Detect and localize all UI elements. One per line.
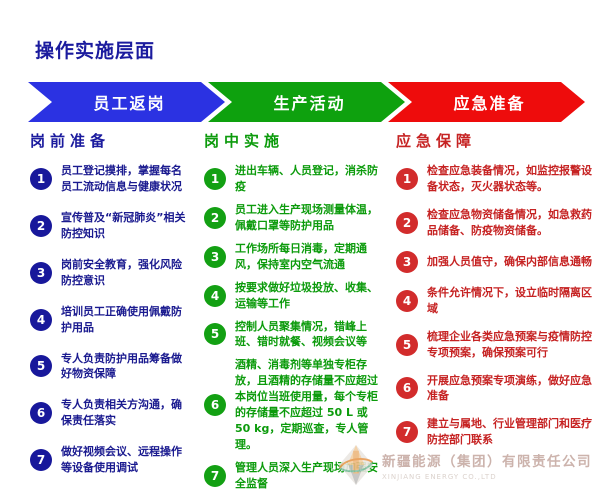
list-item: 2 检查应急物资储备情况，如急救药品储备、防疫物资储备。 [396, 207, 592, 239]
number-badge: 3 [204, 245, 226, 268]
list-item: 4 条件允许情况下，设立临时隔离区域 [396, 285, 592, 317]
number-badge: 3 [396, 250, 418, 273]
number-badge: 5 [30, 355, 52, 378]
list-item: 7 管理人员深入生产现场加强安全监督 [204, 460, 384, 490]
column-header: 应急保障 [396, 132, 477, 150]
item-text: 检查应急装备情况，如监控报警设备状态，灭火器状态等。 [427, 164, 592, 193]
number-badge: 1 [396, 167, 418, 190]
content-columns: 岗前准备 1 员工登记摸排，掌握每名员工流动信息与健康状况 2 宣传普及“新冠肺… [30, 130, 592, 490]
list-item: 7 建立与属地、行业管理部门和医疗防控部门联系 [396, 416, 592, 448]
number-badge: 4 [204, 284, 226, 307]
stage-arrow-emergency-preparation: 应急准备 [388, 82, 585, 122]
number-badge: 5 [204, 323, 226, 346]
item-text: 控制人员聚集情况，错峰上班、错时就餐、视频会议等 [235, 319, 367, 349]
list-item: 5 控制人员聚集情况，错峰上班、错时就餐、视频会议等 [204, 319, 384, 351]
item-text: 岗前安全教育，强化风险防控意识 [61, 257, 182, 287]
list-item: 2 宣传普及“新冠肺炎”相关防控知识 [30, 210, 192, 242]
number-badge: 2 [30, 214, 52, 237]
number-badge: 6 [30, 402, 52, 425]
list-item: 4 按要求做好垃圾投放、收集、运输等工作 [204, 280, 384, 312]
item-text: 培训员工正确使用佩戴防护用品 [61, 304, 182, 334]
column-on-job-implementation: 岗中实施 1 进出车辆、人员登记，消杀防疫 2 员工进入生产现场测量体温，佩戴口… [204, 130, 384, 490]
number-badge: 6 [204, 394, 226, 417]
list-item: 6 酒精、消毒剂等单独专柜存放，且酒精的存储量不应超过本岗位当班使用量，每个专柜… [204, 357, 384, 453]
number-badge: 7 [30, 449, 52, 472]
item-text: 员工进入生产现场测量体温，佩戴口罩等防护用品 [235, 202, 378, 232]
stage-arrow-production-activity: 生产活动 [208, 82, 405, 122]
stage-arrow-label: 应急准备 [453, 94, 526, 113]
number-badge: 4 [396, 289, 418, 312]
item-text: 进出车辆、人员登记，消杀防疫 [235, 164, 378, 193]
company-logo-icon [338, 445, 374, 485]
item-text: 检查应急物资储备情况，如急救药品储备、防疫物资储备。 [427, 207, 592, 237]
item-text: 专人负责防护用品筹备做好物资保障 [61, 351, 182, 381]
list-item: 1 员工登记摸排，掌握每名员工流动信息与健康状况 [30, 163, 192, 195]
list-item: 3 工作场所每日消毒，定期通风，保持室内空气流通 [204, 241, 384, 273]
list-item: 6 专人负责相关方沟通，确保责任落实 [30, 397, 192, 429]
stage-arrows: 员工返岗 生产活动 应急准备 [28, 82, 585, 122]
company-watermark: 新疆能源（集团）有限责任公司 XINJIANG ENERGY CO.,LTD [337, 444, 592, 486]
list-item: 1 检查应急装备情况，如监控报警设备状态，灭火器状态等。 [396, 163, 592, 195]
column-pre-job-preparation: 岗前准备 1 员工登记摸排，掌握每名员工流动信息与健康状况 2 宣传普及“新冠肺… [30, 130, 192, 490]
item-text: 加强人员值守，确保内部信息通畅 [427, 254, 592, 268]
company-name-block: 新疆能源（集团）有限责任公司 XINJIANG ENERGY CO.,LTD [382, 450, 592, 481]
column-header: 岗前准备 [30, 132, 111, 150]
list-item: 6 开展应急预案专项演练，做好应急准备 [396, 373, 592, 405]
list-item: 3 岗前安全教育，强化风险防控意识 [30, 257, 192, 289]
number-badge: 2 [204, 206, 226, 229]
number-badge: 5 [396, 333, 418, 356]
item-text: 做好视频会议、远程操作等设备使用调试 [61, 445, 182, 475]
list-item: 4 培训员工正确使用佩戴防护用品 [30, 304, 192, 336]
company-name-en: XINJIANG ENERGY CO.,LTD [382, 472, 497, 481]
number-badge: 4 [30, 308, 52, 331]
item-text: 员工登记摸排，掌握每名员工流动信息与健康状况 [61, 164, 182, 193]
list-item: 2 员工进入生产现场测量体温，佩戴口罩等防护用品 [204, 202, 384, 234]
number-badge: 6 [396, 377, 418, 400]
column-emergency-support: 应急保障 1 检查应急装备情况，如监控报警设备状态，灭火器状态等。 2 检查应急… [396, 130, 592, 490]
item-text: 专人负责相关方沟通，确保责任落实 [61, 398, 182, 428]
number-badge: 1 [30, 167, 52, 190]
item-text: 梳理企业各类应急预案与疫情防控专项预案，确保预案可行 [427, 329, 592, 359]
stage-arrow-label: 员工返岗 [93, 94, 166, 113]
stage-arrow-employee-return: 员工返岗 [28, 82, 225, 122]
item-text: 条件允许情况下，设立临时隔离区域 [427, 285, 592, 315]
list-item: 5 专人负责防护用品筹备做好物资保障 [30, 351, 192, 383]
stage-arrow-label: 生产活动 [273, 94, 346, 113]
number-badge: 7 [204, 464, 226, 487]
column-header: 岗中实施 [204, 132, 285, 150]
item-text: 按要求做好垃圾投放、收集、运输等工作 [235, 280, 378, 310]
list-item: 7 做好视频会议、远程操作等设备使用调试 [30, 444, 192, 476]
item-text: 工作场所每日消毒，定期通风，保持室内空气流通 [235, 241, 367, 271]
item-text: 建立与属地、行业管理部门和医疗防控部门联系 [427, 417, 592, 447]
item-text: 开展应急预案专项演练，做好应急准备 [427, 373, 592, 403]
page-title: 操作实施层面 [35, 40, 156, 62]
item-text: 酒精、消毒剂等单独专柜存放，且酒精的存储量不应超过本岗位当班使用量，每个专柜的存… [235, 358, 378, 452]
number-badge: 2 [396, 211, 418, 234]
number-badge: 3 [30, 261, 52, 284]
list-item: 1 进出车辆、人员登记，消杀防疫 [204, 163, 384, 195]
number-badge: 7 [396, 421, 418, 444]
company-name: 新疆能源（集团）有限责任公司 [382, 453, 592, 470]
list-item: 5 梳理企业各类应急预案与疫情防控专项预案，确保预案可行 [396, 329, 592, 361]
list-item: 3 加强人员值守，确保内部信息通畅 [396, 250, 592, 273]
number-badge: 1 [204, 167, 226, 190]
item-text: 宣传普及“新冠肺炎”相关防控知识 [61, 210, 186, 240]
